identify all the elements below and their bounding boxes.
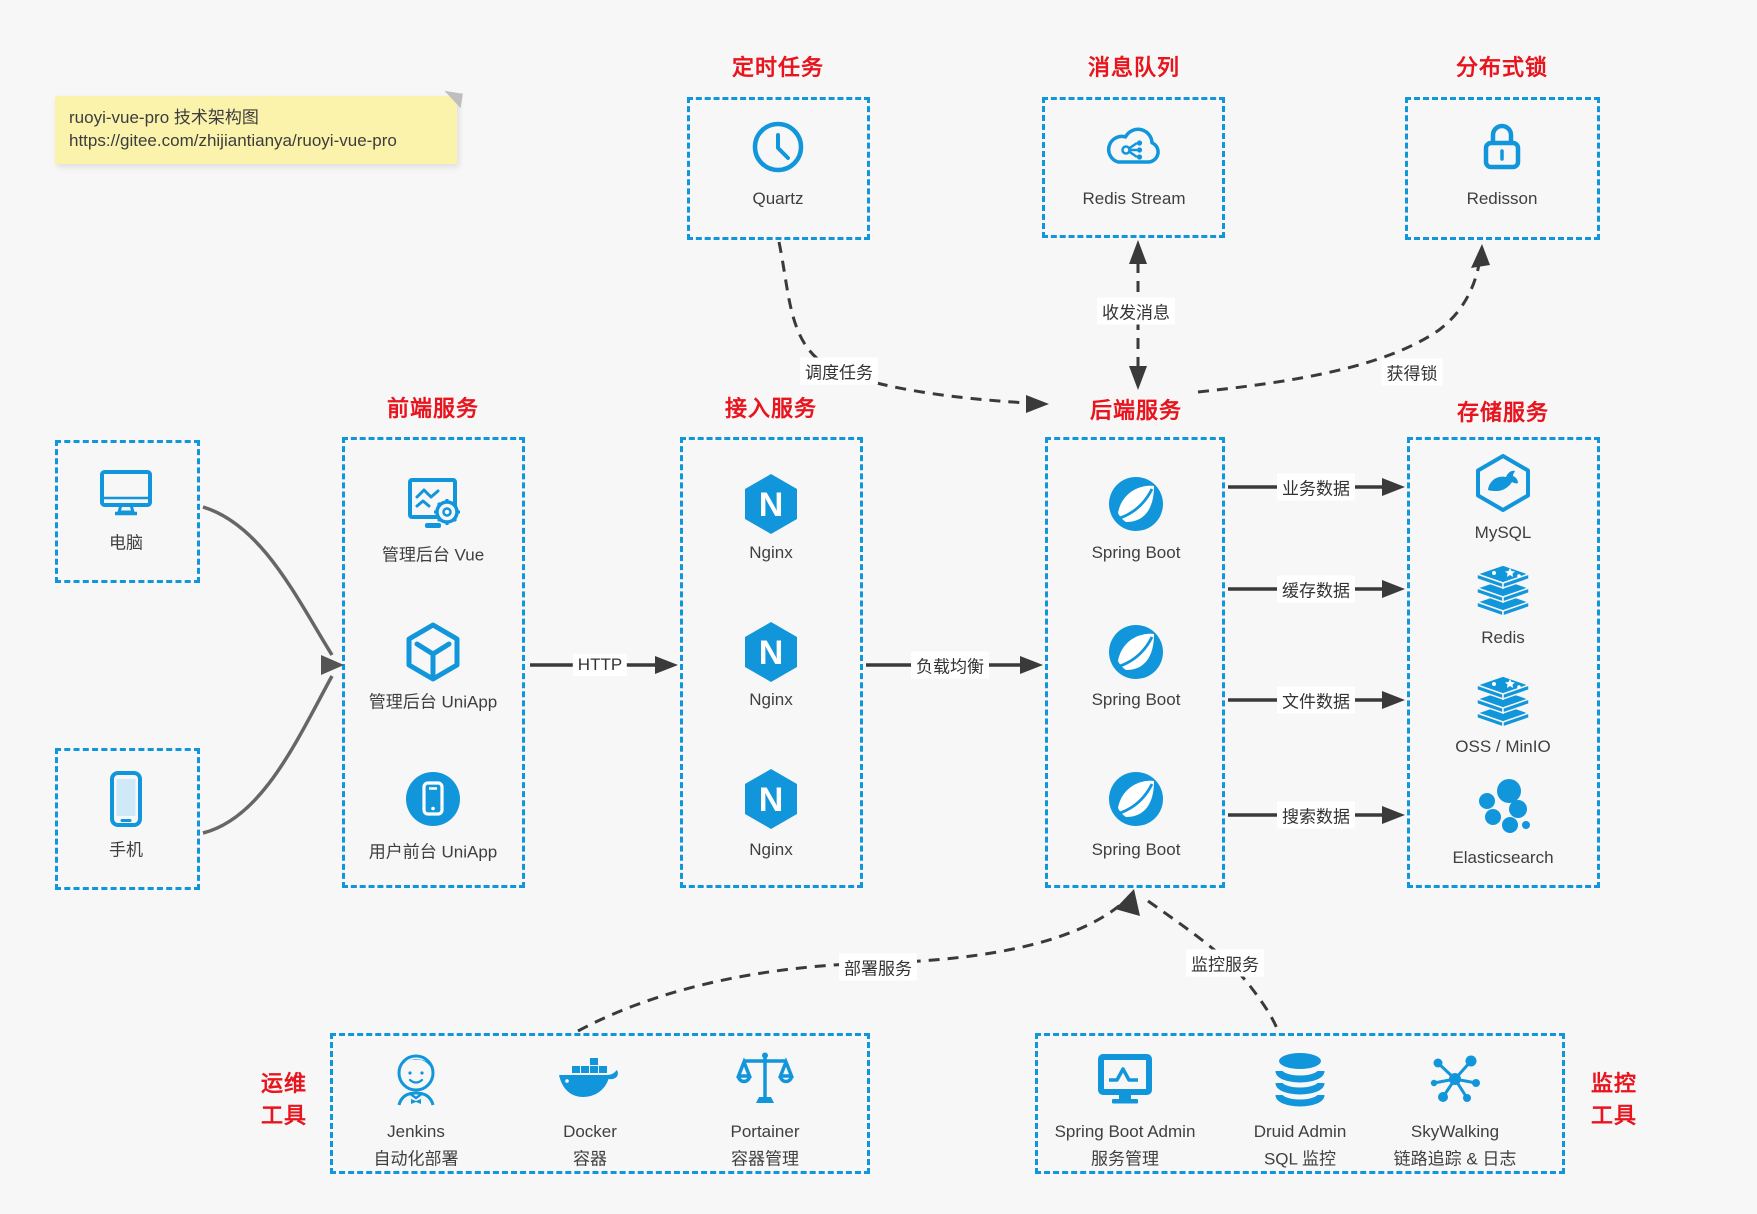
spring-icon: [1107, 475, 1165, 533]
admin-vue-icon: [402, 475, 464, 533]
ops-tools-box: [330, 1033, 870, 1174]
svg-text:N: N: [759, 781, 784, 819]
cloud-share-icon: [1101, 120, 1167, 172]
admin-uniapp-label: 管理后台 UniApp: [368, 692, 498, 712]
nginx-icon: N: [743, 473, 799, 535]
nginx-label: Nginx: [749, 543, 793, 562]
group-title-storage: 存储服务: [1456, 400, 1550, 425]
nginx-label: Nginx: [749, 840, 793, 859]
group-title-backend: 后端服务: [1089, 398, 1183, 423]
edge-label-acquire-lock: 获得锁: [1381, 358, 1443, 386]
pc-label: 电脑: [109, 533, 143, 553]
svg-text:N: N: [759, 486, 784, 524]
group-title-frontend: 前端服务: [386, 396, 480, 421]
nginx-icon: N: [743, 768, 799, 830]
springboot-admin-monitor-icon: [1094, 1052, 1156, 1106]
lock-icon: [1475, 116, 1529, 174]
edge-label-send-receive-message: 收发消息: [1097, 297, 1175, 325]
redisson-label: Redisson: [1466, 189, 1538, 208]
spring-boot-label: Spring Boot: [1091, 690, 1181, 709]
storage-services-box: [1407, 437, 1600, 888]
user-app-icon: [404, 770, 462, 828]
elasticsearch-icon: [1475, 778, 1531, 836]
pc-client-box: [55, 440, 200, 583]
edge-label-http: HTTP: [572, 654, 628, 676]
edge-label-cache-data: 缓存数据: [1277, 575, 1355, 603]
nginx-icon: N: [743, 621, 799, 683]
spring-boot-label: Spring Boot: [1091, 543, 1181, 562]
springboot-admin-label: Spring Boot Admin: [1054, 1122, 1196, 1141]
skywalking-sublabel: 链路追踪 & 日志: [1393, 1149, 1517, 1169]
group-title-monitoring-line2: 工具: [1590, 1103, 1638, 1128]
redis-stream-label: Redis Stream: [1082, 189, 1186, 208]
redis-label: Redis: [1481, 628, 1525, 647]
edge-label-file-data: 文件数据: [1277, 686, 1355, 714]
docker-sublabel: 容器: [573, 1149, 607, 1169]
group-title-gateway: 接入服务: [724, 396, 818, 421]
clock-icon: [750, 119, 806, 175]
druid-database-icon: [1274, 1051, 1326, 1107]
redis-stream-group-box: [1042, 97, 1225, 238]
gateway-services-box: [680, 437, 863, 888]
mobile-label: 手机: [109, 840, 143, 860]
admin-vue-label: 管理后台 Vue: [381, 545, 485, 565]
mysql-icon: [1474, 454, 1532, 512]
redisson-group-box: [1405, 97, 1600, 240]
skywalking-label: SkyWalking: [1410, 1122, 1500, 1141]
sticky-note: ruoyi-vue-pro 技术架构图 https://gitee.com/zh…: [55, 96, 457, 164]
group-title-monitoring-line1: 监控: [1590, 1071, 1638, 1096]
monitoring-tools-box: [1035, 1033, 1565, 1174]
edge-label-business-data: 业务数据: [1277, 473, 1355, 501]
note-title: ruoyi-vue-pro 技术架构图: [69, 108, 259, 127]
spring-icon: [1107, 623, 1165, 681]
spring-boot-label: Spring Boot: [1091, 840, 1181, 859]
docker-icon: [557, 1055, 623, 1105]
portainer-sublabel: 容器管理: [731, 1149, 799, 1169]
group-title-ops-line1: 运维: [260, 1071, 308, 1096]
springboot-admin-sublabel: 服务管理: [1091, 1149, 1159, 1169]
edge-label-load-balance: 负载均衡: [911, 651, 989, 679]
svg-text:N: N: [759, 634, 784, 672]
elasticsearch-label: Elasticsearch: [1452, 848, 1554, 867]
druid-admin-sublabel: SQL 监控: [1263, 1149, 1337, 1169]
quartz-label: Quartz: [752, 189, 804, 208]
redis-stack-icon: [1474, 564, 1532, 618]
jenkins-sublabel: 自动化部署: [373, 1149, 459, 1169]
backend-services-box: [1045, 437, 1225, 888]
edge-label-search-data: 搜索数据: [1277, 801, 1355, 829]
nginx-label: Nginx: [749, 690, 793, 709]
edge-label-deploy-service: 部署服务: [839, 953, 917, 981]
group-title-distributed-lock: 分布式锁: [1455, 55, 1549, 80]
quartz-group-box: [687, 97, 870, 240]
note-url: https://gitee.com/zhijiantianya/ruoyi-vu…: [69, 131, 397, 150]
oss-minio-stack-icon: [1474, 675, 1532, 729]
mysql-label: MySQL: [1474, 523, 1532, 542]
uniapp-icon: [403, 621, 463, 683]
group-title-ops-line2: 工具: [260, 1103, 308, 1128]
group-title-message-queue: 消息队列: [1087, 55, 1181, 80]
edge-label-monitor-service: 监控服务: [1186, 949, 1264, 977]
portainer-label: Portainer: [730, 1122, 800, 1141]
mobile-client-box: [55, 748, 200, 890]
edge-label-schedule-task: 调度任务: [800, 357, 878, 385]
spring-icon: [1107, 770, 1165, 828]
jenkins-label: Jenkins: [387, 1122, 445, 1141]
druid-admin-label: Druid Admin: [1253, 1122, 1347, 1141]
docker-label: Docker: [563, 1122, 617, 1141]
user-uniapp-label: 用户前台 UniApp: [368, 842, 498, 862]
jenkins-icon: [387, 1047, 445, 1111]
skywalking-graph-icon: [1426, 1050, 1484, 1108]
oss-minio-label: OSS / MinIO: [1455, 737, 1551, 756]
group-title-scheduled-task: 定时任务: [731, 55, 825, 80]
portainer-scales-icon: [735, 1050, 795, 1108]
desktop-icon: [95, 465, 157, 519]
mobile-icon: [106, 770, 146, 828]
